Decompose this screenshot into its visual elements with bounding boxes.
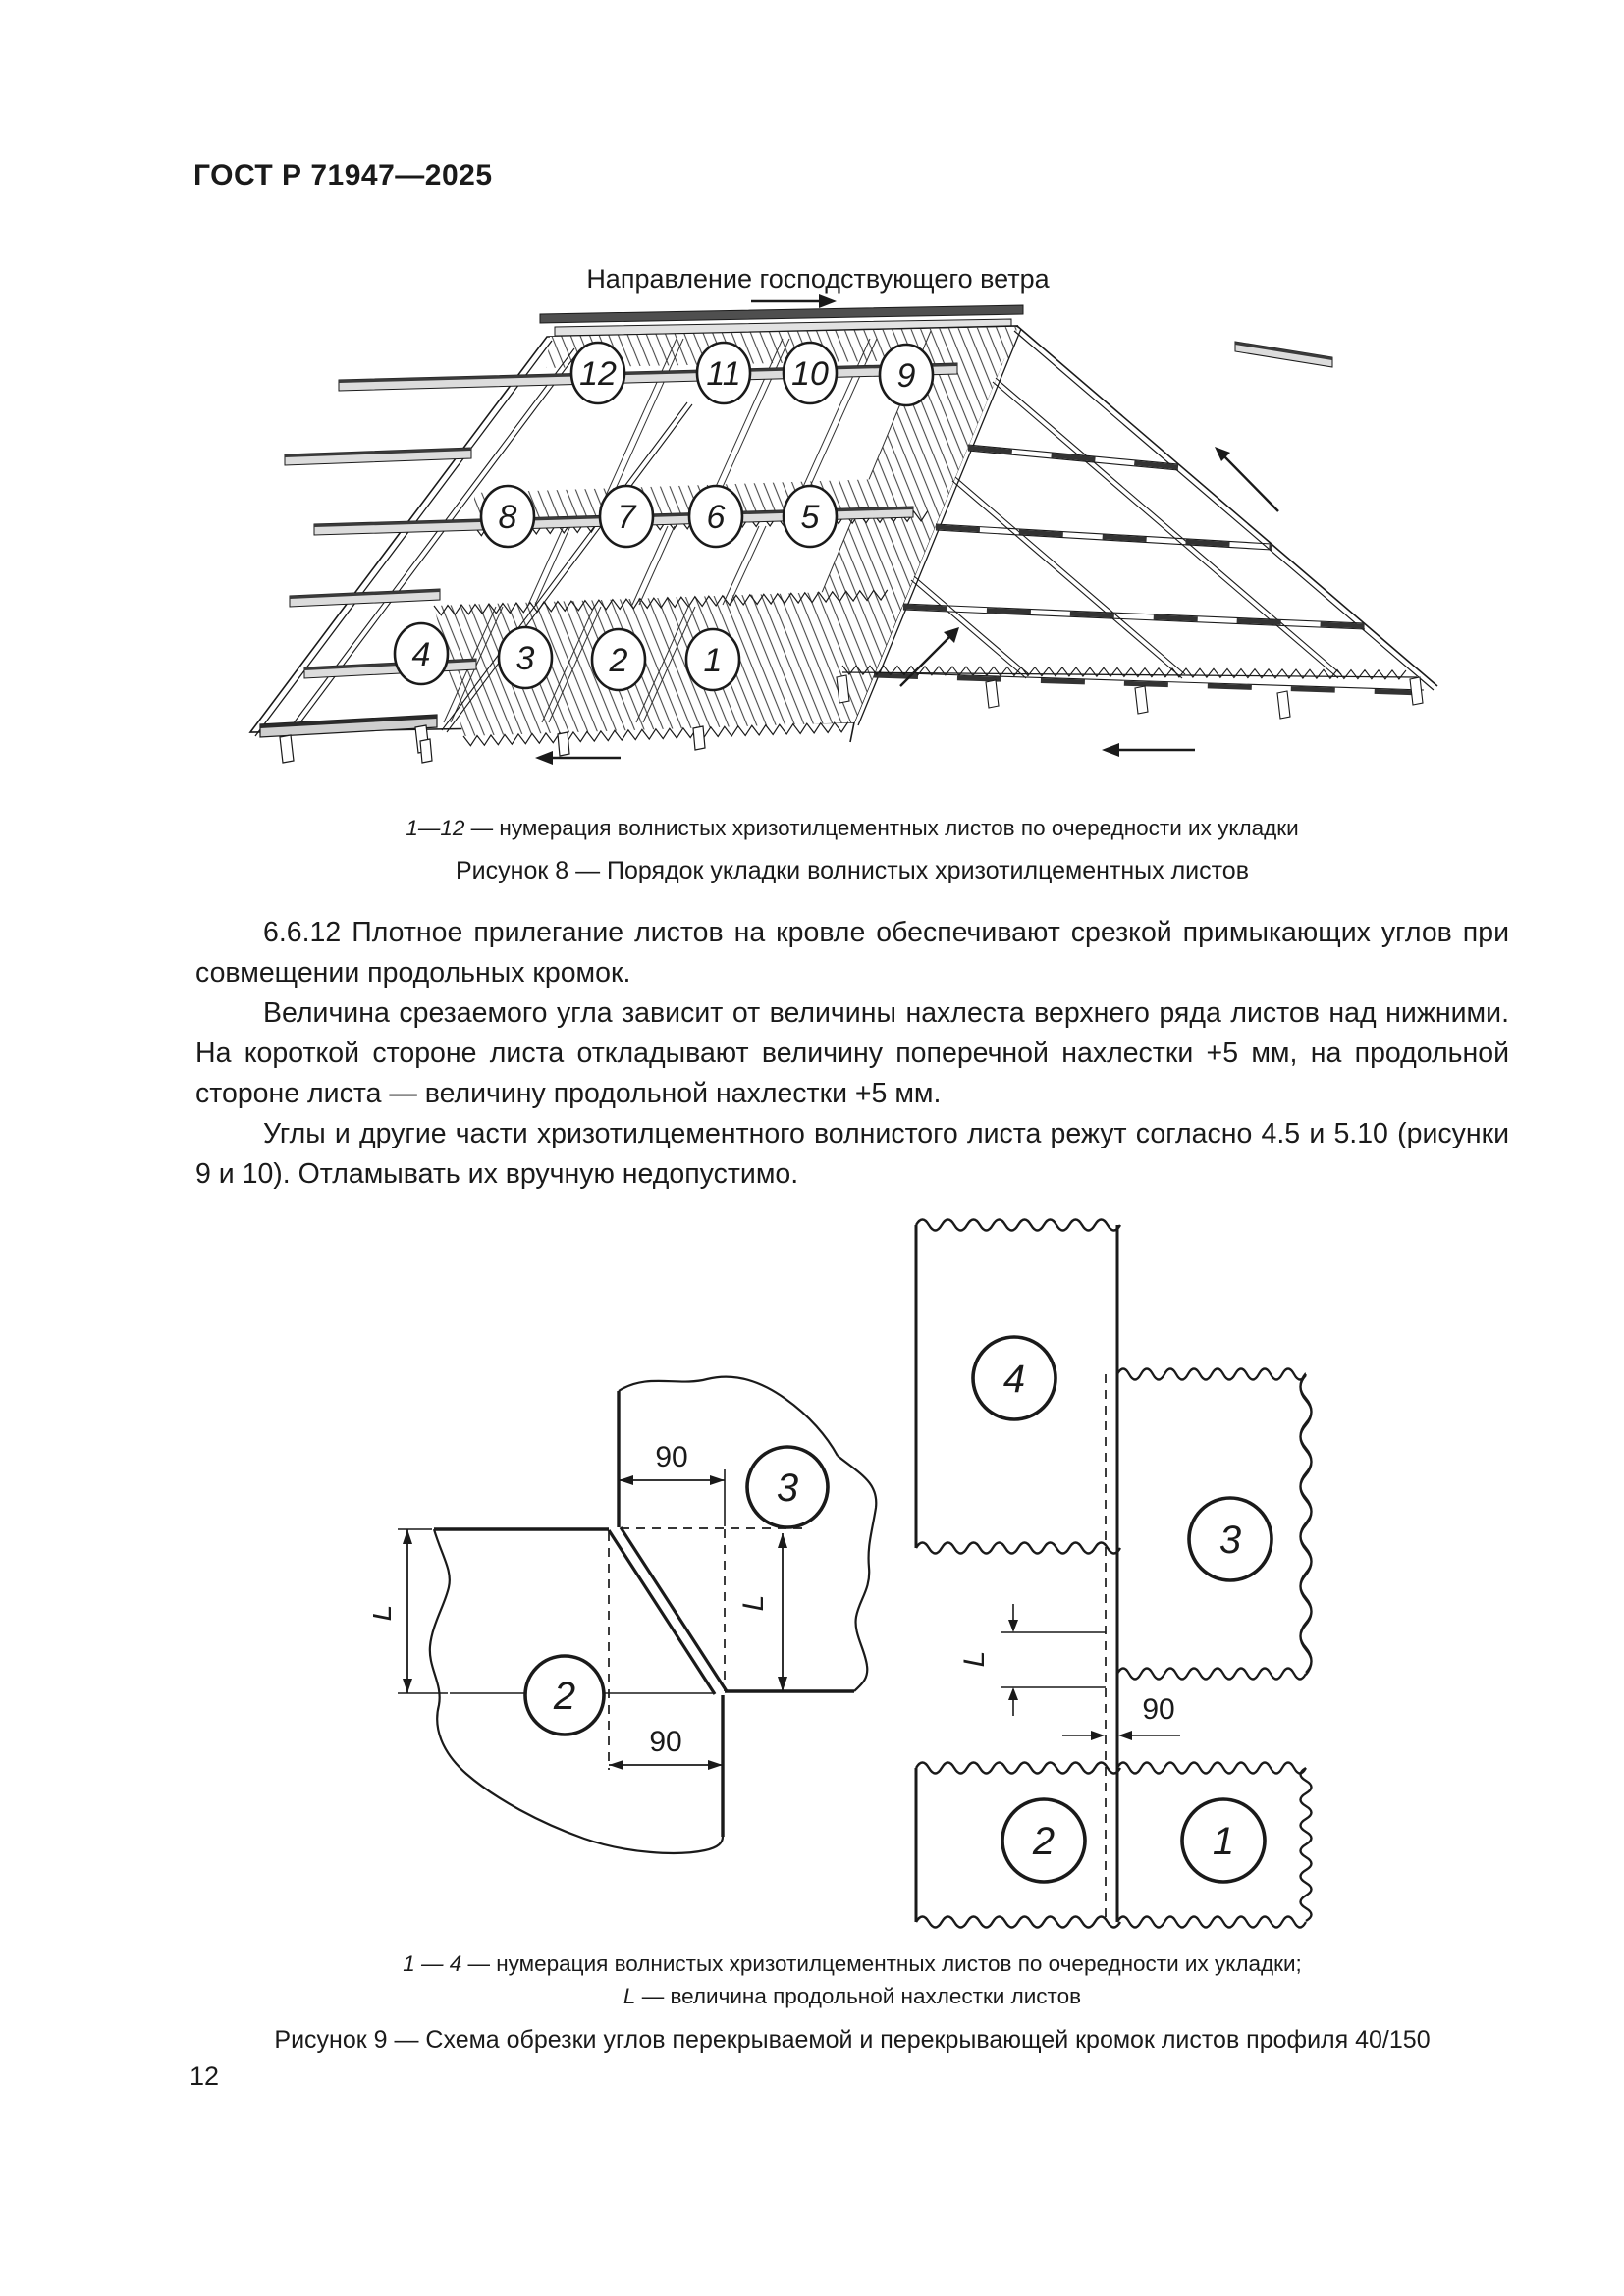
svg-text:3: 3 bbox=[1219, 1519, 1241, 1562]
section-6-6-12: 6.6.12 Плотное прилегание листов на кров… bbox=[195, 913, 1509, 1195]
sheet-badge: 8 bbox=[479, 484, 536, 549]
sheet-badge: 12 bbox=[569, 341, 626, 405]
svg-text:5: 5 bbox=[801, 499, 820, 536]
sheet-number-badges: 12 11 10 9 8 7 6 5 4 3 2 1 bbox=[393, 341, 935, 692]
dim-90-sidelap: 90 bbox=[1062, 1693, 1180, 1740]
svg-text:7: 7 bbox=[618, 499, 637, 536]
dim-L-right: L bbox=[737, 1533, 787, 1691]
figure9-title: Рисунок 9 — Схема обрезки углов перекрыв… bbox=[274, 2026, 1431, 2054]
dim-90-top: 90 bbox=[619, 1441, 725, 1485]
sheet-badge: 1 bbox=[684, 627, 741, 692]
dim-L-left: L bbox=[373, 1528, 448, 1694]
svg-text:3: 3 bbox=[516, 640, 535, 677]
laying-direction-arrow-upslope-right bbox=[1215, 447, 1279, 512]
svg-text:3: 3 bbox=[777, 1467, 798, 1510]
sheet-badge: 6 bbox=[687, 484, 744, 549]
svg-text:1: 1 bbox=[704, 642, 723, 679]
corner-cut-detail: 90 90 L L 2 3 bbox=[373, 1375, 878, 1854]
sheet-badge: 4 bbox=[393, 621, 450, 686]
svg-text:8: 8 bbox=[499, 499, 517, 536]
dimension-label-L: L bbox=[373, 1605, 398, 1622]
svg-text:2: 2 bbox=[553, 1675, 575, 1718]
figure9-corner-cutting-diagram: 90 90 L L 2 3 bbox=[373, 1218, 1335, 1929]
svg-text:2: 2 bbox=[1032, 1820, 1055, 1863]
dimension-label-L: L bbox=[737, 1595, 770, 1612]
batten bbox=[289, 588, 441, 608]
right-slope-battens bbox=[873, 444, 1425, 696]
dimension-label-90: 90 bbox=[655, 1441, 687, 1473]
figure9-caption-lead: 1 — 4 bbox=[403, 1951, 462, 1976]
svg-text:11: 11 bbox=[706, 355, 740, 393]
sheet-badge: 9 bbox=[878, 343, 935, 407]
batten bbox=[284, 447, 472, 466]
sheet-badge: 2 bbox=[1001, 1797, 1087, 1884]
figure8-caption: 1—12 — нумерация волнистых хризотилцемен… bbox=[406, 816, 1299, 840]
sheet-badge: 3 bbox=[745, 1445, 830, 1529]
sheet-badge: 10 bbox=[782, 341, 839, 405]
left-roof-slope bbox=[248, 325, 1022, 747]
svg-text:6: 6 bbox=[707, 499, 726, 536]
sheet-badge: 11 bbox=[695, 341, 752, 405]
dim-90-bottom: 90 bbox=[609, 1726, 723, 1770]
right-roof-slope-framing bbox=[836, 325, 1438, 720]
dimension-label-90: 90 bbox=[649, 1726, 681, 1758]
sheet-badge: 7 bbox=[598, 484, 655, 549]
figure8-roof-diagram: Направление господствующего ветра bbox=[248, 264, 1438, 765]
svg-text:2: 2 bbox=[609, 642, 628, 679]
page-header: ГОСТ Р 71947—2025 bbox=[193, 159, 493, 191]
dimension-label-L: L bbox=[958, 1651, 991, 1668]
batten bbox=[259, 714, 438, 738]
sheet-badge: 2 bbox=[590, 627, 647, 692]
figure9-caption-line2: L — величина продольной нахлестки листов bbox=[623, 1984, 1082, 2008]
sheet-badge: 3 bbox=[1187, 1496, 1273, 1582]
sheet-badge: 5 bbox=[782, 484, 839, 549]
dimension-label-90: 90 bbox=[1142, 1693, 1174, 1726]
figure9-caption-line2-lead: L bbox=[623, 1984, 636, 2008]
svg-text:10: 10 bbox=[791, 355, 829, 393]
laying-direction-arrow-left-right-eave bbox=[1102, 743, 1195, 757]
figure8-title: Рисунок 8 — Порядок укладки волнистых хр… bbox=[456, 857, 1249, 884]
sheet-badge: 1 bbox=[1180, 1797, 1267, 1884]
laying-direction-arrow-upslope-gable bbox=[899, 627, 959, 687]
body-paragraph: 6.6.12 Плотное прилегание листов на кров… bbox=[195, 917, 1509, 988]
figure9-caption-line1: 1 — 4 — нумерация волнистых хризотилцеме… bbox=[403, 1951, 1302, 1976]
body-paragraph: Величина срезаемого угла зависит от вели… bbox=[195, 997, 1509, 1109]
sheet-badge: 4 bbox=[971, 1335, 1057, 1421]
wind-direction-arrow bbox=[751, 294, 837, 308]
sheet-badge: 2 bbox=[523, 1654, 606, 1736]
page-number: 12 bbox=[189, 2061, 220, 2091]
dim-L-lap: L bbox=[958, 1604, 1106, 1716]
figure8-caption-lead: 1—12 bbox=[406, 816, 465, 840]
body-paragraph: Углы и другие части хризотилцементного в… bbox=[195, 1118, 1509, 1190]
svg-text:1: 1 bbox=[1213, 1820, 1234, 1863]
svg-text:4: 4 bbox=[412, 636, 431, 673]
ridge-batten-dark bbox=[539, 304, 1024, 324]
sheet-badge: 3 bbox=[497, 625, 554, 690]
svg-text:4: 4 bbox=[1003, 1358, 1025, 1401]
svg-text:12: 12 bbox=[579, 355, 617, 393]
wind-direction-label: Направление господствующего ветра bbox=[586, 264, 1050, 294]
laying-direction-arrow-left-bottom bbox=[535, 751, 621, 765]
svg-text:9: 9 bbox=[897, 357, 916, 395]
four-sheets-layout: L 90 4 3 2 1 bbox=[914, 1218, 1312, 1929]
